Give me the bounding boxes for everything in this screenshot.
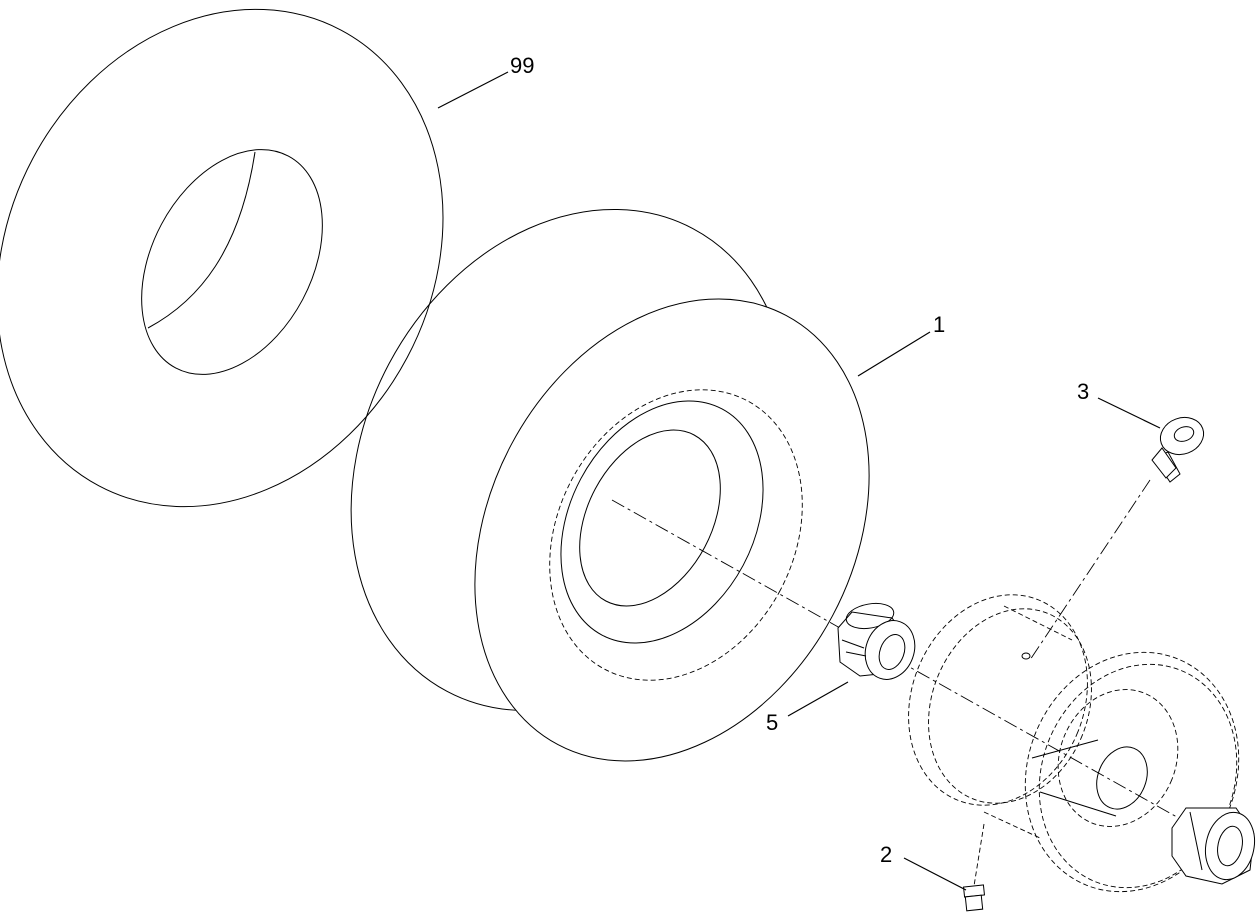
tire-part-99 <box>0 8 444 508</box>
callout-1: 1 <box>933 312 945 337</box>
callout-3: 3 <box>1077 379 1089 404</box>
callout-5: 5 <box>766 710 778 735</box>
leader-5 <box>787 681 849 717</box>
wheel-tire-part-1 <box>350 208 870 762</box>
leader-99 <box>437 71 509 109</box>
leader-1 <box>857 331 931 377</box>
callout-99: 99 <box>510 53 534 78</box>
leader-2 <box>903 857 967 891</box>
bolt-part-3 <box>1029 416 1205 661</box>
leader-lines <box>437 71 1161 891</box>
leader-3 <box>1097 397 1161 429</box>
hub-end-bushing <box>1171 807 1256 885</box>
bushing-part-5 <box>837 602 916 680</box>
grease-fitting-part-2 <box>962 823 986 912</box>
callout-2: 2 <box>880 842 892 867</box>
